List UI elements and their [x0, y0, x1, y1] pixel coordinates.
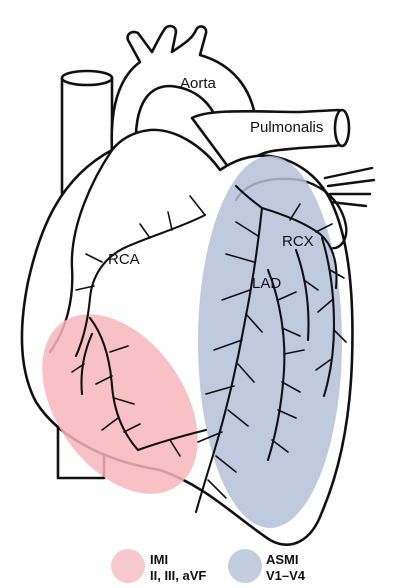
label-lad: LAD	[252, 275, 281, 292]
pulmonary-veins	[325, 168, 374, 206]
label-aorta: Aorta	[180, 75, 217, 92]
legend-name-imi: IMI	[150, 552, 168, 567]
label-rca: RCA	[108, 251, 140, 268]
legend: IMI II, III, aVF ASMI V1–V4	[111, 549, 306, 583]
legend-item-asmi: ASMI V1–V4	[228, 549, 306, 583]
legend-swatch-imi	[111, 549, 145, 583]
label-pulmonalis: Pulmonalis	[250, 119, 323, 136]
legend-leads-imi: II, III, aVF	[150, 568, 206, 583]
legend-leads-asmi: V1–V4	[266, 568, 306, 583]
legend-item-imi: IMI II, III, aVF	[111, 549, 206, 583]
legend-name-asmi: ASMI	[266, 552, 299, 567]
label-rcx: RCX	[282, 233, 314, 250]
legend-swatch-asmi	[228, 549, 262, 583]
asmi-region	[198, 156, 342, 528]
